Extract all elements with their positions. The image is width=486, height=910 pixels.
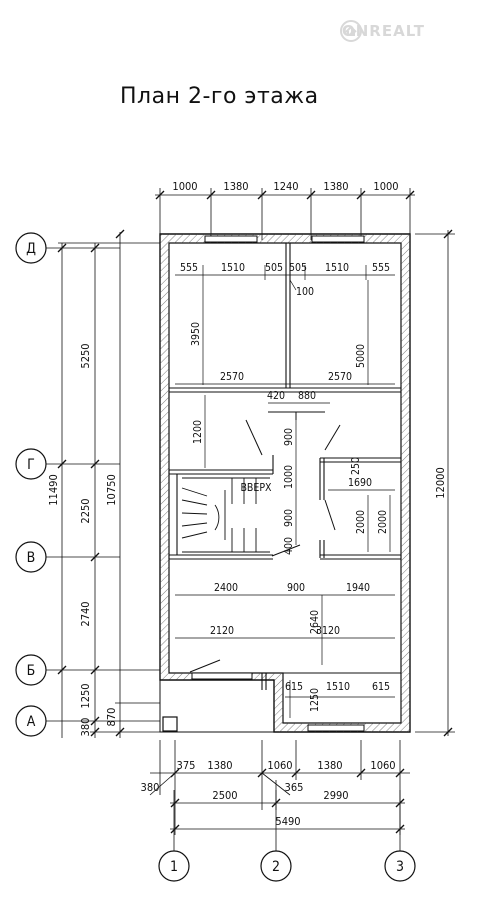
room-dim-900c: 900 xyxy=(287,582,305,594)
dim-bottom-1060b: 1060 xyxy=(370,759,395,772)
dimension-lines xyxy=(58,188,455,835)
dim-bottom-375: 375 xyxy=(177,759,196,772)
room-dim-1250: 1250 xyxy=(309,688,321,712)
room-dim-505a: 505 xyxy=(265,262,283,274)
axis-lines xyxy=(46,247,401,851)
room-dim-420: 420 xyxy=(267,390,285,402)
room-dim-250: 250 xyxy=(350,457,362,475)
dim-bottom-2500: 2500 xyxy=(212,789,237,802)
dim-bottom-1380a: 1380 xyxy=(207,759,232,772)
room-dim-615a: 615 xyxy=(285,681,303,693)
room-dim-3120: 3120 xyxy=(316,625,340,637)
dimension-ticks xyxy=(57,190,453,834)
room-dim-100: 100 xyxy=(296,286,314,298)
dim-top-3: 1240 xyxy=(273,180,298,193)
room-dim-555b: 555 xyxy=(372,262,390,274)
house-icon xyxy=(340,20,362,42)
dim-top-5: 1000 xyxy=(373,180,398,193)
dim-left-870: 870 xyxy=(105,708,118,727)
axis-label-v: В xyxy=(27,550,36,566)
dim-bottom-380: 380 xyxy=(141,781,160,794)
room-dim-1690: 1690 xyxy=(348,477,372,489)
room-dim-2000b: 2000 xyxy=(377,510,389,534)
watermark-text: ONREALT xyxy=(342,22,426,40)
doors xyxy=(189,411,341,673)
room-dim-1510a: 1510 xyxy=(221,262,245,274)
dim-left-5250: 5250 xyxy=(79,343,92,368)
dim-right-total: 12000 xyxy=(434,467,447,498)
stairs xyxy=(181,477,270,553)
dim-left-2740: 2740 xyxy=(79,601,92,626)
axis-label-1: 1 xyxy=(170,859,178,875)
room-dim-2640: 2640 xyxy=(309,610,321,634)
room-dim-2400: 2400 xyxy=(214,582,238,594)
dim-left-380: 380 xyxy=(79,718,92,737)
axis-label-2: 2 xyxy=(272,859,280,875)
axis-label-g: Г xyxy=(27,457,35,473)
room-dim-1000: 1000 xyxy=(283,465,295,489)
dim-bottom-1380b: 1380 xyxy=(317,759,342,772)
room-dim-615b: 615 xyxy=(372,681,390,693)
interior-dimension-lines xyxy=(175,265,395,718)
room-dim-2000a: 2000 xyxy=(355,510,367,534)
room-dim-900a: 900 xyxy=(283,428,295,446)
room-dim-2570a: 2570 xyxy=(220,371,244,383)
axis-label-a: А xyxy=(27,714,36,730)
dim-bottom-total: 5490 xyxy=(275,815,300,828)
dim-bottom-2990: 2990 xyxy=(323,789,348,802)
axis-label-b: Б xyxy=(27,663,36,679)
room-dim-1510c: 1510 xyxy=(326,681,350,693)
room-dim-5000: 5000 xyxy=(355,344,367,368)
room-dim-880: 880 xyxy=(298,390,316,402)
axis-label-d: Д xyxy=(26,241,36,257)
windows xyxy=(191,235,365,732)
room-dim-505b: 505 xyxy=(289,262,307,274)
dim-left-2250: 2250 xyxy=(79,498,92,523)
room-dim-400: 400 xyxy=(283,537,295,555)
room-dim-2120: 2120 xyxy=(210,625,234,637)
room-dim-1510b: 1510 xyxy=(325,262,349,274)
room-dim-3950: 3950 xyxy=(190,322,202,346)
room-dim-1200: 1200 xyxy=(192,420,204,444)
dim-top-1: 1000 xyxy=(172,180,197,193)
dim-left-1250: 1250 xyxy=(79,683,92,708)
dim-top-4: 1380 xyxy=(323,180,348,193)
room-dim-1940: 1940 xyxy=(346,582,370,594)
room-dim-900b: 900 xyxy=(283,509,295,527)
dim-bottom-1060a: 1060 xyxy=(267,759,292,772)
dim-left-10750: 10750 xyxy=(105,474,118,505)
room-dim-2570b: 2570 xyxy=(328,371,352,383)
axis-label-3: 3 xyxy=(396,859,404,875)
axis-markers xyxy=(15,232,416,882)
stair-direction-label: ВВЕРХ xyxy=(240,482,272,494)
room-dim-555a: 555 xyxy=(180,262,198,274)
interior-walls xyxy=(169,243,401,690)
exterior-walls xyxy=(159,233,411,733)
dim-bottom-365: 365 xyxy=(285,781,304,794)
dim-top-2: 1380 xyxy=(223,180,248,193)
plan-title: План 2-го этажа xyxy=(120,84,319,109)
dim-left-11490: 11490 xyxy=(47,474,60,505)
